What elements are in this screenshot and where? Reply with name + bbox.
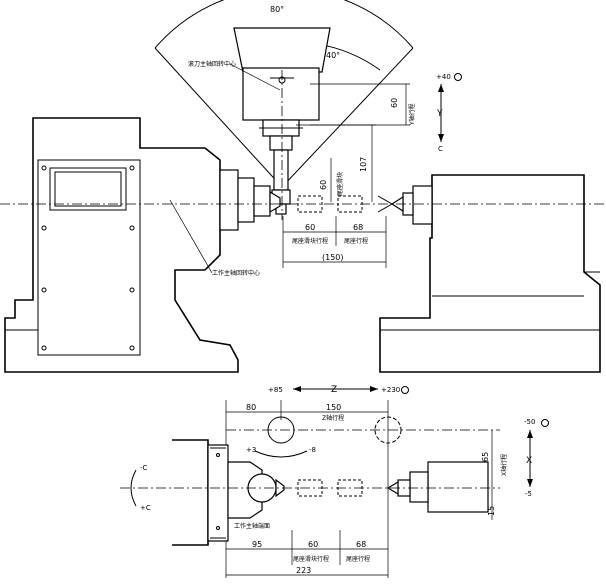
dim-60-v: 60: [319, 180, 328, 190]
x-plus: -50: [524, 418, 535, 426]
label-tailstock-vertical: 尾座滑块: [336, 172, 344, 196]
label-z-stroke: Z轴行程: [322, 414, 344, 422]
z-plus: +230: [381, 386, 400, 394]
label-work-spindle-face: 工作主轴端面: [234, 522, 270, 530]
dim-60-h: 60: [305, 223, 315, 232]
dim-15: 15: [487, 506, 496, 516]
label-tailstock-stroke-b: 尾座行程: [344, 237, 368, 245]
dim-80: 80: [246, 403, 256, 412]
dim-150-bottom: 150: [326, 403, 341, 412]
b-plus: +3: [246, 446, 256, 454]
label-tailstock-stroke: 尾座行程: [346, 555, 370, 563]
dim-107: 107: [359, 157, 368, 172]
y-axis-letter: Y: [436, 109, 443, 119]
tool-head: [233, 27, 331, 220]
label-tailstock-stroke-a: 尾座滑块行程: [292, 237, 328, 245]
label-x-stroke: X轴行程: [500, 454, 508, 476]
z-minus: +85: [268, 386, 283, 394]
x-axis-indicator: -50 X -5: [524, 418, 549, 498]
top-view: 80° 40° 滚刀主轴回转中心 60 Y轴行程 107: [0, 0, 606, 373]
dim-60-y: 60: [390, 98, 399, 108]
label-tailstock-slider-stroke: 尾座滑块行程: [293, 555, 329, 563]
z-axis-indicator: +85 Z +230: [268, 385, 409, 395]
tailstock-bottom: [386, 461, 489, 513]
x-minus: -5: [525, 490, 532, 498]
c-minus: -C: [140, 464, 148, 472]
y-axis-c: C: [438, 145, 443, 153]
z-letter: Z: [331, 385, 337, 395]
headstock: [4, 117, 281, 373]
dim-68-bottom: 68: [356, 540, 366, 549]
dim-95: 95: [252, 540, 262, 549]
angle-80-label: 80°: [270, 5, 284, 14]
dim-223: 223: [296, 566, 311, 575]
dim-65: 65: [481, 452, 490, 462]
label-y-stroke: Y轴行程: [408, 103, 416, 126]
y-axis-indicator: +40 Y C: [436, 73, 462, 153]
angle-40-label: 40°: [326, 51, 340, 60]
label-work-spindle-center: 工作主轴回转中心: [212, 269, 260, 277]
tailstock: [379, 174, 601, 373]
x-letter: X: [526, 456, 532, 466]
dim-60-bottom: 60: [308, 540, 318, 549]
bottom-view: +85 Z +230 80 150 Z轴行程 +3 -8 -50: [120, 385, 549, 578]
dim-150-top: (150): [322, 253, 344, 262]
c-plus: +C: [140, 504, 151, 512]
b-minus: -8: [309, 446, 316, 454]
label-tool-spindle-center: 滚刀主轴回转中心: [188, 60, 236, 68]
y-axis-plus: +40: [436, 73, 451, 81]
dim-68-h: 68: [353, 223, 363, 232]
